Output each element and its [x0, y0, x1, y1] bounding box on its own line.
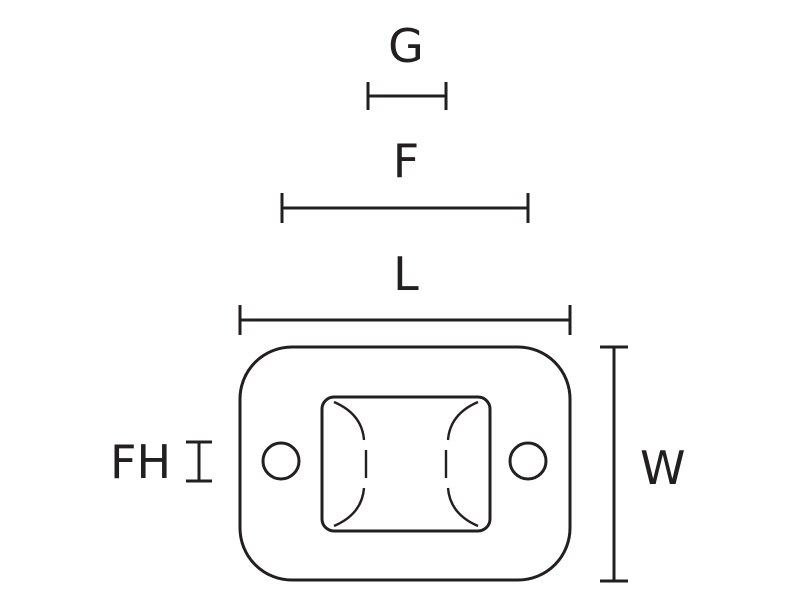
saddle-outline [320, 395, 492, 533]
saddle-curve-bottom-left [333, 487, 366, 528]
dimension-label-l: L [393, 247, 419, 301]
fixing-hole-right [508, 441, 548, 481]
dimension-label-g: G [388, 19, 424, 73]
dimension-label-f: F [393, 134, 419, 188]
dimension-line-g [366, 82, 448, 110]
dimension-label-w: W [640, 441, 685, 495]
fixing-hole-left [261, 441, 301, 481]
dimension-line-f [280, 193, 530, 223]
dimension-line-w [600, 345, 628, 583]
mount-base-outline [238, 345, 572, 582]
saddle-curve-top-right [446, 400, 479, 441]
saddle-curve-top-left [333, 400, 366, 441]
saddle-curve-bottom-right [446, 487, 479, 528]
dimension-line-fh [186, 440, 212, 483]
tie-saddle [320, 395, 492, 533]
dimension-line-l [238, 305, 572, 335]
dimension-label-fh: FH [110, 435, 171, 489]
